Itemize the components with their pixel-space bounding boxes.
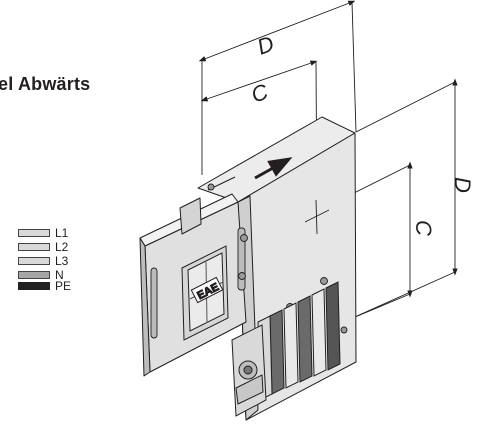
- screw-icon: [340, 326, 348, 334]
- screw-icon: [320, 277, 328, 285]
- legend-swatch-n: [18, 271, 50, 279]
- dim-label-c-top: C: [248, 79, 272, 108]
- screw-icon: [238, 272, 246, 280]
- legend-swatch-pe: [18, 282, 50, 290]
- page-title: el Abwärts: [0, 74, 91, 94]
- legend-label-n: N: [55, 268, 64, 282]
- screw-icon: [207, 183, 215, 191]
- arm-end-tab: [179, 197, 202, 235]
- legend-label-l3: L3: [55, 254, 69, 268]
- arm-left-rail: [139, 237, 151, 377]
- legend-label-l2: L2: [55, 240, 69, 254]
- dim-label-d-top: D: [254, 31, 278, 60]
- dim-d-top-line: [198, 0, 356, 62]
- legend-swatch-l2: [18, 243, 50, 251]
- busbar-terminals: [257, 281, 341, 401]
- dim-label-c-side: C: [411, 220, 436, 236]
- lower-clamp: [231, 324, 267, 417]
- legend-label-l1: L1: [55, 226, 69, 240]
- legend-swatch-l3: [18, 257, 50, 265]
- dim-label-d-side: D: [450, 177, 475, 193]
- eae-label-plate: EAE: [181, 245, 229, 341]
- dim-c-top-line: [200, 60, 318, 102]
- center-crosshair: [304, 199, 330, 235]
- legend-label-pe: PE: [55, 279, 72, 293]
- screw-icon: [240, 234, 248, 242]
- legend-swatch-l1: [18, 229, 50, 237]
